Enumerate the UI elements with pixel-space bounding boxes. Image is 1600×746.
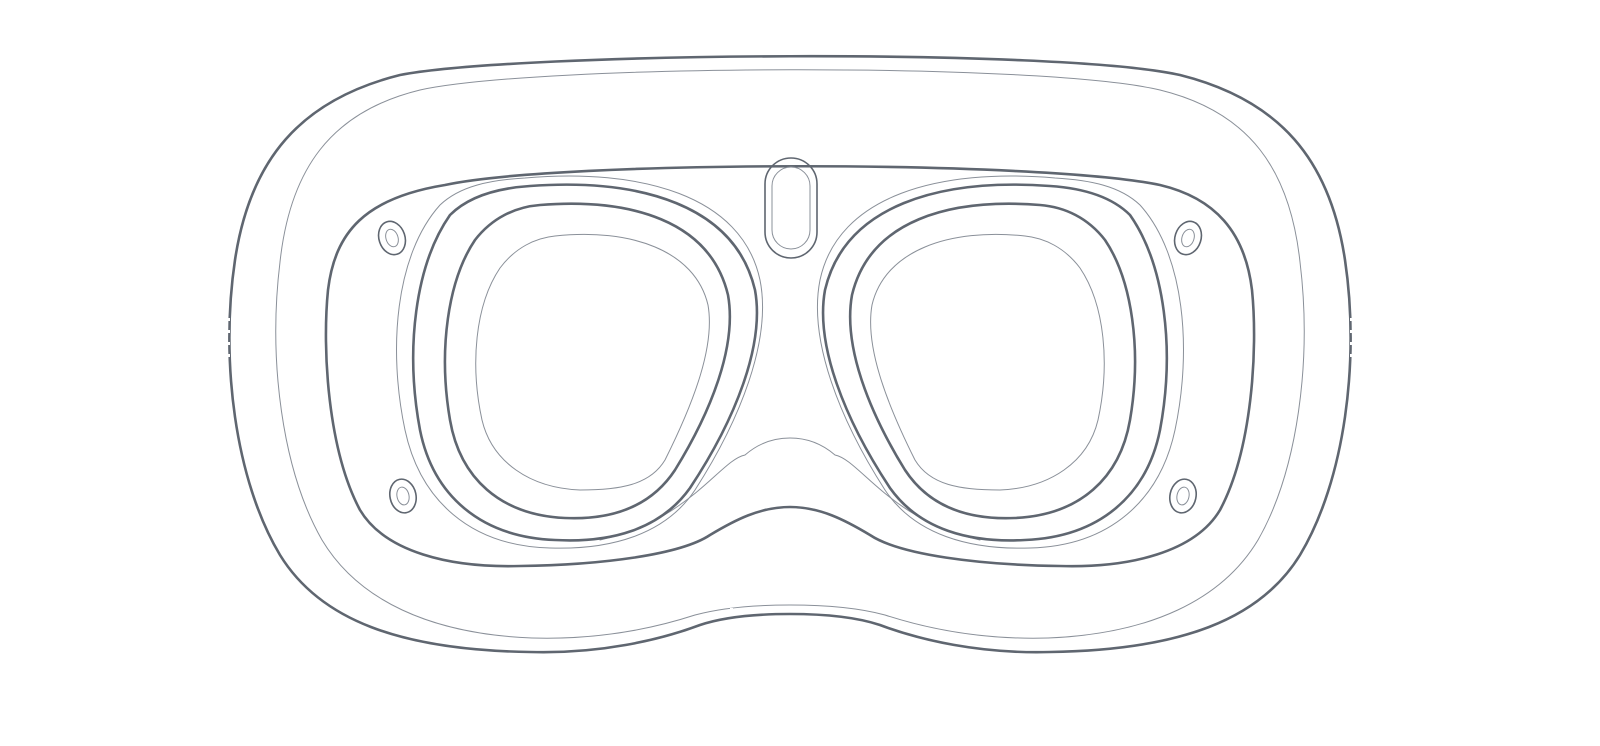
proximity-sensor-housing [764, 157, 818, 259]
inner-gasket-seam [275, 69, 1305, 639]
proximity-sensor-window [771, 166, 811, 250]
right-lens-ring-inner [848, 202, 1137, 520]
outer-gasket-outline [228, 54, 1352, 654]
mounting-screw-top-left [377, 220, 407, 256]
right-lens-ring-outer [821, 183, 1169, 542]
right-lens-housing-outer [817, 175, 1184, 549]
mounting-screw-top-right [1173, 220, 1203, 256]
lens-tray-outline [324, 164, 1256, 568]
nose-bridge-curve [599, 437, 981, 541]
left-lens-ring-inner [443, 202, 732, 520]
mounting-screw-bottom-right [1169, 478, 1197, 514]
left-lens-glass [475, 233, 710, 491]
mounting-screw-bottom-left [389, 478, 417, 514]
left-lens-housing-outer [396, 175, 763, 549]
left-lens-ring-outer [411, 183, 759, 542]
right-lens-glass [870, 233, 1105, 491]
